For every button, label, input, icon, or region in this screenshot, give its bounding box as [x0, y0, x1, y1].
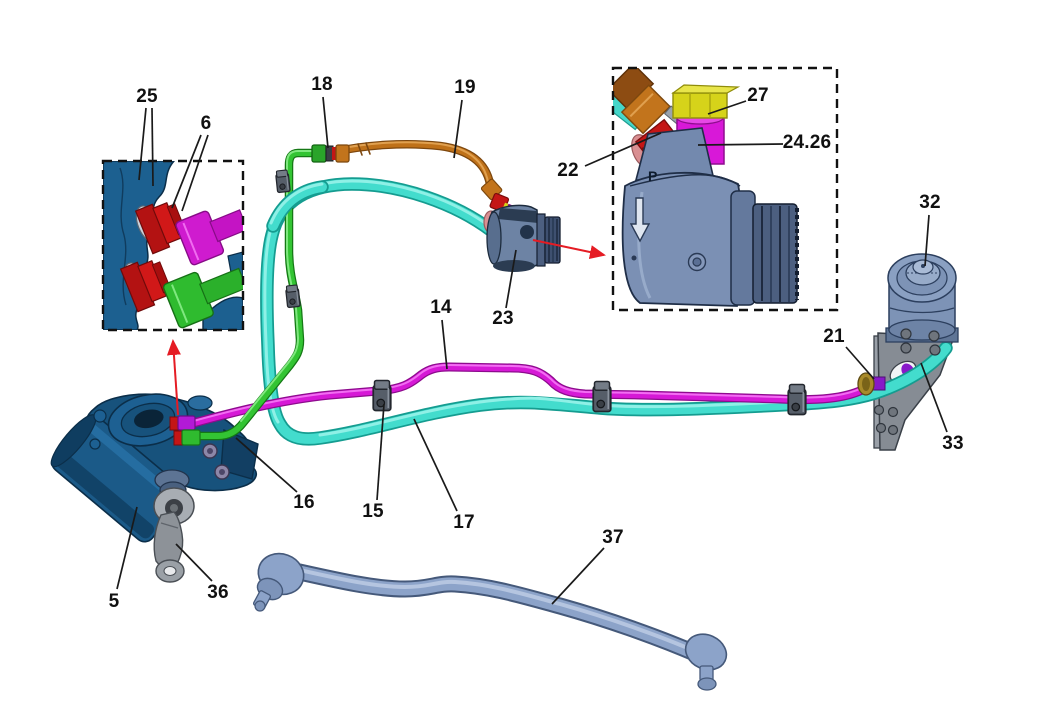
- bracket-hardware: [857, 328, 941, 436]
- part-label-19: 19: [454, 77, 476, 98]
- inset-pump-detail: P: [611, 66, 839, 312]
- gear-port-fittings: [169, 415, 201, 446]
- part-label-16: 16: [293, 492, 315, 513]
- part-label-27: 27: [747, 85, 769, 106]
- part-label-15: 15: [362, 501, 384, 522]
- suction-hose-orange: [328, 139, 495, 189]
- part-label-18: 18: [311, 74, 333, 95]
- green-fitting: [162, 267, 243, 329]
- part-label-33: 33: [942, 433, 964, 454]
- inset-steering-gear-ports: [101, 159, 245, 332]
- reservoir: [885, 253, 959, 343]
- part-label-2426: 24.26: [782, 132, 832, 153]
- pump-port-letter: P: [648, 168, 657, 184]
- magenta-fitting: [175, 209, 243, 266]
- part-label-14: 14: [430, 297, 452, 318]
- pressure-hose-magenta: [185, 362, 879, 429]
- hose-fitting-21: [857, 372, 886, 396]
- pitman-arm: [153, 487, 195, 583]
- part-label-21: 21: [823, 326, 845, 347]
- drag-link: [253, 552, 728, 691]
- part-label-17: 17: [453, 512, 475, 533]
- steering-pump: [483, 204, 561, 272]
- supply-pipe-green: [191, 148, 327, 441]
- red-fitting-top: [134, 201, 187, 255]
- part-label-36: 36: [207, 582, 229, 603]
- part-label-5: 5: [108, 591, 120, 612]
- leader-lines: [116, 96, 948, 605]
- part-label-22: 22: [557, 160, 579, 181]
- hose-union-fitting: [311, 144, 350, 163]
- return-hose-cyan-over: [266, 180, 329, 233]
- detail-arrows: [166, 239, 606, 416]
- flow-direction-arrow-icon: [629, 197, 651, 243]
- steering-gear: [50, 393, 259, 543]
- reservoir-cap: [905, 259, 941, 286]
- part-label-25: 25: [136, 86, 158, 107]
- pump-body: P: [621, 127, 799, 307]
- pump-drive-gear: [752, 203, 799, 304]
- part-label-6: 6: [200, 113, 212, 134]
- part-label-37: 37: [602, 527, 624, 548]
- part-label-32: 32: [919, 192, 941, 213]
- part-label-23: 23: [492, 308, 514, 329]
- yellow-hex-nut: [671, 84, 741, 119]
